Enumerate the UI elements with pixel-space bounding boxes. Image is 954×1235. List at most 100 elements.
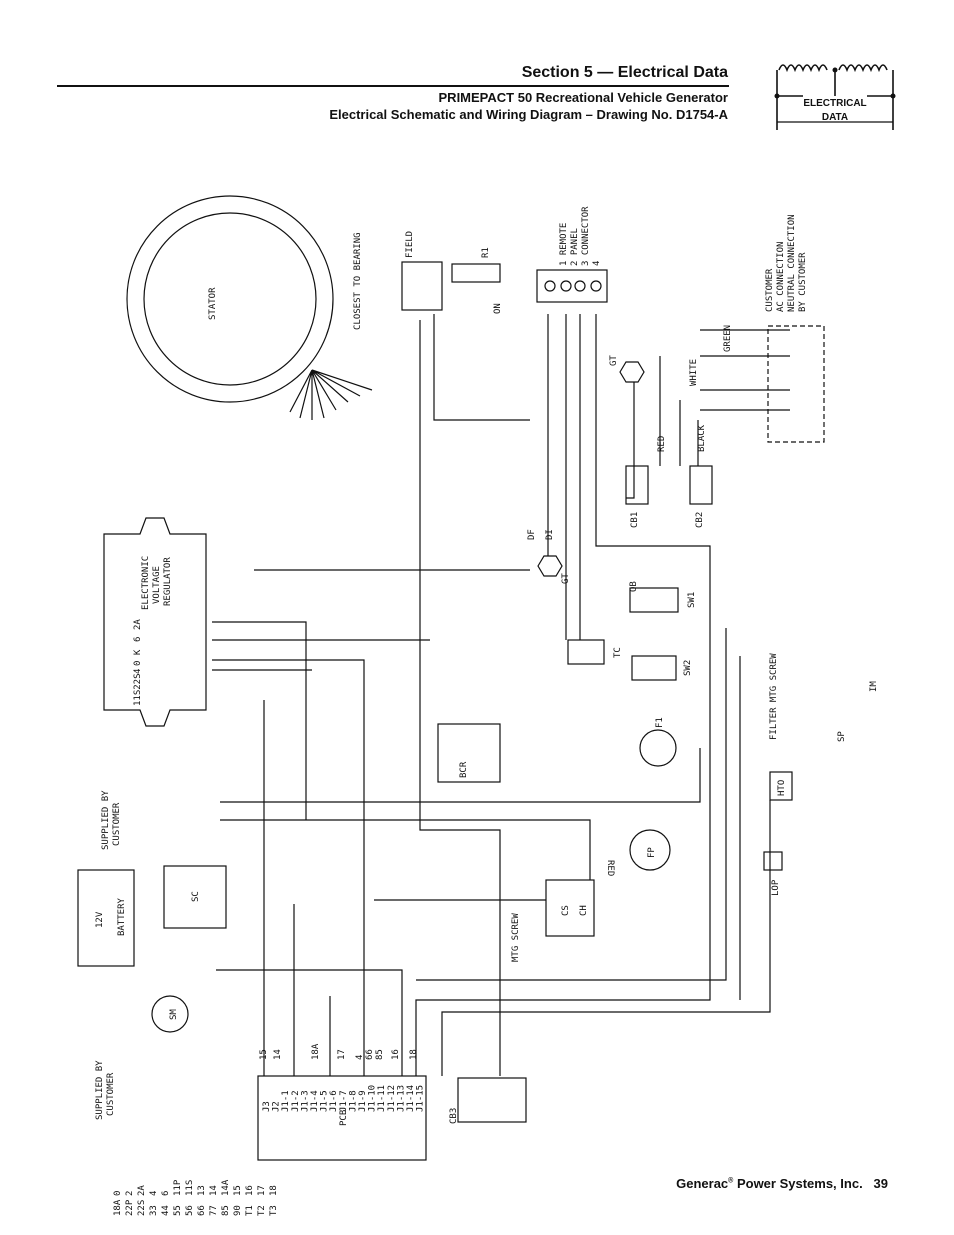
registered-mark: ® [728, 1177, 734, 1185]
voltage-regulator-body [103, 517, 207, 727]
wire-number-0: 0 [113, 1191, 123, 1196]
remote-panel-line4: 4 [592, 261, 602, 266]
lop-label: LOP [771, 879, 781, 896]
wire-number-14: 14 [209, 1185, 219, 1196]
stator-label: STATOR [208, 287, 218, 320]
sw2-label: SW2 [683, 660, 693, 676]
f1-label: F1 [655, 717, 665, 728]
bcr-label: BCR [459, 761, 469, 778]
wire-number-4: 4 [149, 1191, 159, 1196]
tc-thermal-cutout [567, 639, 605, 665]
wire-number-t1: T1 [245, 1205, 255, 1216]
remote-panel-connector [536, 269, 608, 303]
pcb-wire-17: 17 [337, 1049, 347, 1060]
pcb-wire-16: 16 [391, 1049, 401, 1060]
mtg-screw-label: MTG SCREW [511, 913, 521, 962]
pcb-pin-j1-8: J1-8 [348, 1090, 358, 1112]
bcr-rectifier [437, 723, 501, 783]
wire-number-6: 6 [161, 1191, 171, 1196]
pcb-pin-j1-10: J1-10 [368, 1085, 378, 1112]
sm-label: SM [169, 1009, 179, 1020]
wire-number-18a: 18A [113, 1199, 123, 1216]
cb1-breaker [625, 465, 649, 505]
wire-number-t2: T2 [257, 1205, 267, 1216]
regulator-label-line3: REGULATOR [163, 557, 173, 606]
battery-box [77, 869, 135, 967]
regulator-label-line2: VOLTAGE [152, 566, 162, 604]
pcb-label: PCB [339, 1110, 349, 1126]
supplied-by-customer-bottom-1: SUPPLIED BY [95, 1060, 105, 1120]
field-brush-holder [401, 261, 443, 311]
cb3-label: CB3 [449, 1108, 459, 1124]
diagram-title-line2: Electrical Schematic and Wiring Diagram … [329, 107, 728, 122]
cs-ch-assembly [545, 879, 595, 937]
starter-motor [151, 995, 189, 1033]
pcb-pin-j1-13: J1-13 [396, 1085, 406, 1112]
wire-color-green: GREEN [723, 325, 733, 352]
cb3-breaker [457, 1077, 527, 1123]
wire-color-white: WHITE [689, 359, 699, 386]
starter-contactor [163, 865, 227, 929]
stator-outer-ring [126, 195, 334, 403]
wire-number-33: 33 [149, 1205, 159, 1216]
r1-resistor [451, 263, 501, 283]
fp-label: FP [647, 847, 657, 858]
pcb-pin-j2: J2 [272, 1101, 282, 1112]
wire-color-black: BLACK [697, 424, 707, 452]
sw2-switch [631, 655, 677, 681]
supplied-by-customer-top-2: CUSTOMER [112, 802, 122, 846]
red-wire-label: RED [605, 860, 615, 876]
remote-panel-line1: 1 REMOTE [559, 223, 569, 266]
pcb-wire-66: 66 [365, 1049, 375, 1060]
pcb-pin-j1-6: J1-6 [329, 1090, 339, 1112]
reg-terminal-11s22s: 11S22S [133, 673, 143, 706]
header-rule [57, 85, 729, 87]
pcb-pin-j1-11: J1-11 [377, 1085, 387, 1112]
pcb-pin-j1-14: J1-14 [406, 1085, 416, 1112]
wire-number-2a: 2A [137, 1185, 147, 1196]
wire-number-44: 44 [161, 1205, 171, 1216]
cs-label: CS [561, 905, 571, 916]
wire-number-55: 55 [173, 1205, 183, 1216]
pcb-pin-j1-5: J1-5 [320, 1090, 330, 1112]
wire-number-66: 66 [197, 1205, 207, 1216]
pcb-pin-j3: J3 [262, 1101, 272, 1112]
battery-label: BATTERY [117, 897, 127, 936]
di-label: DI [545, 529, 555, 540]
pcb-pin-j1-3: J1-3 [300, 1090, 310, 1112]
ch-label: CH [579, 905, 589, 916]
wire-number-13: 13 [197, 1185, 207, 1196]
pcb-pin-j1-15: J1-15 [416, 1085, 426, 1112]
reg-terminal-0k: 0 K [133, 649, 143, 666]
wire-number-11p: 11P [173, 1179, 183, 1196]
hto-switch [769, 771, 793, 801]
wire-number-18: 18 [269, 1185, 279, 1196]
electrical-data-badge: ELECTRICAL DATA [773, 56, 897, 132]
wire-number-22p: 22P [125, 1199, 135, 1216]
f1-fuse-holder [639, 729, 677, 767]
battery-voltage-label: 12V [95, 911, 105, 928]
field-label: FIELD [405, 231, 415, 258]
remote-panel-line3: 3 CONNECTOR [581, 206, 591, 266]
wire-number-85: 85 [221, 1205, 231, 1216]
remote-panel-line2: 2 PANEL [570, 228, 580, 266]
wire-number-17: 17 [257, 1185, 267, 1196]
pcb-pin-j1-1: J1-1 [281, 1090, 291, 1112]
wire-number-11s: 11S [185, 1180, 195, 1196]
gt-lower-label: GT [561, 573, 571, 584]
wire-number-2: 2 [125, 1191, 135, 1196]
customer-conn-line3: NEUTRAL CONNECTION [787, 214, 797, 312]
wire-number-22s: 22S [137, 1200, 147, 1216]
fuel-pump [629, 829, 671, 871]
page-footer: Generac® Power Systems, Inc. 39 [676, 1176, 888, 1191]
footer-company-rest: Power Systems, Inc. [733, 1176, 863, 1191]
wire-number-16: 16 [245, 1185, 255, 1196]
cb1-label: CB1 [630, 512, 640, 528]
pcb-pin-j1-4: J1-4 [310, 1090, 320, 1112]
pcb-wire-4: 4 [355, 1055, 365, 1060]
filter-mtg-screw-label: FILTER MTG SCREW [769, 653, 779, 740]
wire-number-t3: T3 [269, 1205, 279, 1216]
